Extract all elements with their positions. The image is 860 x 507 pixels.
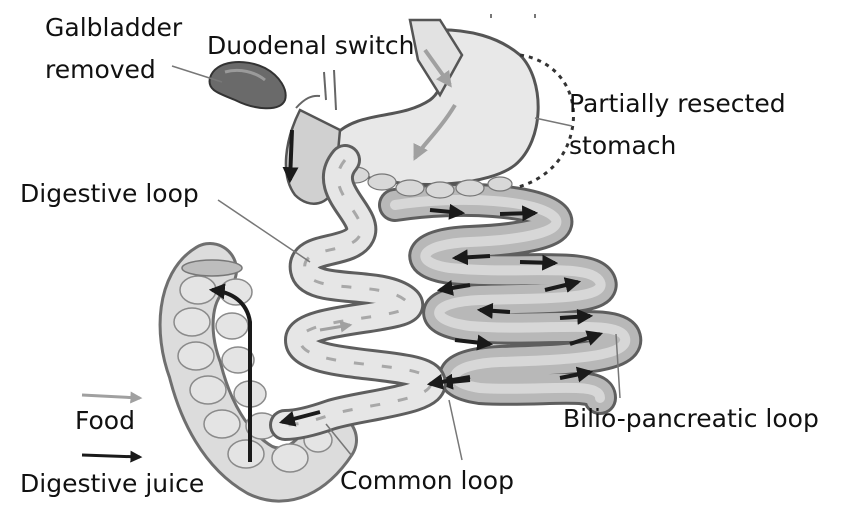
bilio-pancreatic-loop-label: Bilio-pancreatic loop (563, 403, 819, 434)
stomach-label-line2: stomach (569, 130, 676, 161)
stomach-label-line1: Partially resected (569, 88, 786, 119)
digestive-juice-legend-arrow (82, 455, 140, 457)
gallbladder-label-line1: Galbladder (45, 12, 182, 43)
top-marks (490, 14, 536, 18)
legend-digestive-juice-label: Digestive juice (20, 468, 204, 499)
gallbladder (210, 62, 286, 108)
digestive-loop-label: Digestive loop (20, 178, 199, 209)
duodenal-switch-label: Duodenal switch (207, 30, 415, 61)
legend-food-label: Food (75, 405, 135, 436)
common-loop-label: Common loop (340, 465, 514, 496)
gallbladder-label-line2: removed (45, 54, 156, 85)
food-legend-arrow (82, 395, 140, 398)
